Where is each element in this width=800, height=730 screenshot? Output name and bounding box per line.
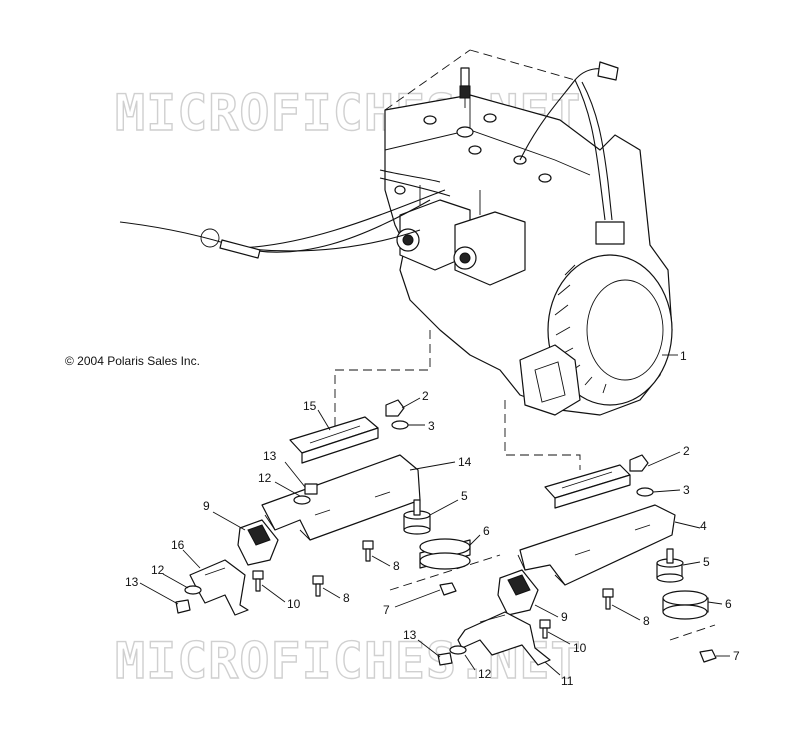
callout-5b: 5 (703, 555, 710, 569)
callout-6b: 6 (725, 597, 732, 611)
recoil-starter-cover (519, 254, 673, 416)
rubber-6a (419, 538, 471, 570)
callout-9b: 9 (561, 610, 568, 624)
callout-2b: 2 (683, 444, 690, 458)
callout-3a: 3 (428, 419, 435, 433)
callout-7b: 7 (733, 649, 740, 663)
callout-12c: 12 (478, 667, 492, 681)
callout-10b: 10 (573, 641, 587, 655)
rubber-mount-5b (656, 548, 684, 583)
callout-8a: 8 (393, 559, 400, 573)
callout-7a: 7 (383, 603, 390, 617)
callout-10a: 10 (287, 597, 301, 611)
callout-12b: 12 (151, 563, 165, 577)
nut-13b (175, 599, 191, 614)
nut-13a (304, 483, 318, 495)
washer-12b (184, 585, 202, 595)
copyright-notice: © 2004 Polaris Sales Inc. (65, 354, 200, 368)
callout-3b: 3 (683, 483, 690, 497)
bolt-10b (539, 619, 551, 639)
engine-plate-right (544, 464, 631, 509)
callout-9a: 9 (203, 499, 210, 513)
callout-labels: 1 2 3 15 14 13 12 5 9 6 8 16 12 13 10 8 … (125, 349, 740, 688)
callout-14: 14 (458, 455, 472, 469)
bolt-8b (312, 575, 324, 597)
bolt-8c (602, 588, 614, 610)
callout-8b: 8 (343, 591, 350, 605)
nut-7a (439, 582, 457, 596)
carburetors (396, 185, 526, 286)
callout-15: 15 (303, 399, 317, 413)
callout-12a: 12 (258, 471, 272, 485)
bolt-8a (362, 540, 374, 562)
mount-block-9b (497, 569, 539, 616)
engine-plate-15 (289, 416, 379, 464)
bolt-10a (252, 570, 264, 592)
washer-3b (636, 487, 654, 497)
callout-11: 11 (561, 674, 574, 688)
mount-block-9a (237, 519, 279, 566)
bracket-14 (261, 454, 421, 541)
bracket-16 (189, 559, 249, 616)
callout-13c: 13 (403, 628, 417, 642)
callout-4: 4 (700, 519, 707, 533)
nut-7b (699, 649, 717, 663)
rubber-mount-5a (403, 499, 431, 535)
callout-1: 1 (680, 349, 687, 363)
rubber-6b (662, 590, 709, 620)
nut-2a (385, 399, 405, 417)
washer-12a (293, 495, 311, 505)
callout-16: 16 (171, 538, 185, 552)
engine-assembly (119, 61, 673, 416)
washer-12c (449, 645, 467, 655)
leader-lines (139, 354, 730, 676)
callout-5a: 5 (461, 489, 468, 503)
callout-8c: 8 (643, 614, 650, 628)
spark-plug (456, 67, 474, 138)
callout-13b: 13 (125, 575, 139, 589)
callout-13a: 13 (263, 449, 277, 463)
nut-13c (437, 652, 453, 666)
bracket-4 (517, 504, 676, 586)
washer-3a (391, 420, 409, 430)
nut-2b (629, 454, 649, 472)
callout-2a: 2 (422, 389, 429, 403)
callout-6a: 6 (483, 524, 490, 538)
